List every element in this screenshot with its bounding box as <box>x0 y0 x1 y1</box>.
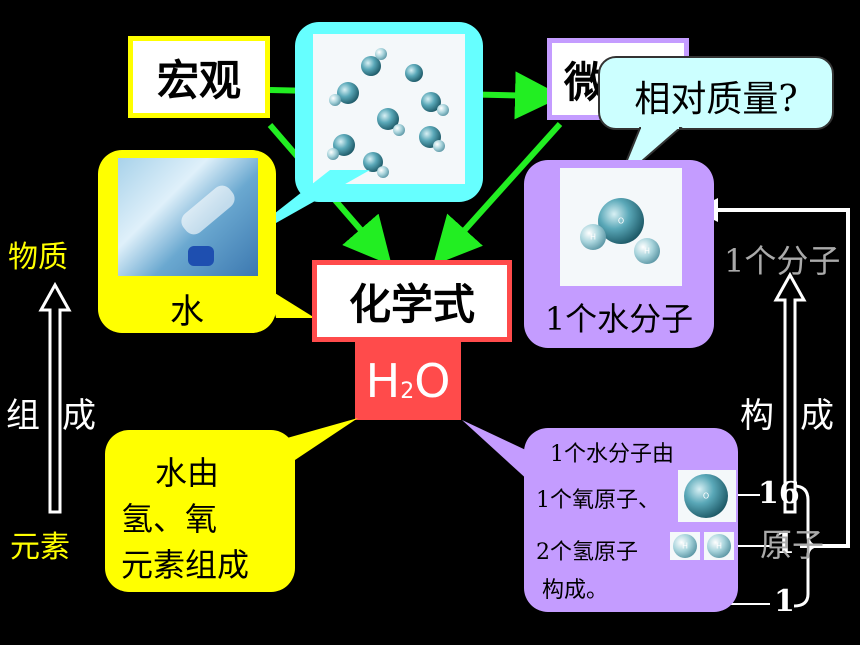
macro-label: 宏观 <box>156 55 241 105</box>
composition-line3: 元素组成 <box>121 546 250 584</box>
molecules-image <box>313 34 465 184</box>
water-callout: 水 <box>98 150 276 333</box>
compose-left-2: 成 <box>62 396 96 436</box>
oxygen-atom-box: O <box>678 470 736 522</box>
molecule-label: 1个分子 <box>724 242 841 280</box>
molecule-image: O H H <box>560 168 682 286</box>
one-molecule-label: 1个水分子 <box>544 300 694 338</box>
hydrogen-atom-box-1: H <box>670 532 700 560</box>
structure-line2: 1个氧原子、 <box>536 488 660 513</box>
formula-h: H <box>365 354 401 408</box>
macro-box: 宏观 <box>128 36 270 118</box>
left-up-arrow <box>38 281 72 514</box>
constitute-right-2: 成 <box>800 396 834 436</box>
water-label: 水 <box>170 292 204 332</box>
hydrogen-atom-icon: H <box>634 238 660 264</box>
hydrogen-atom-icon: H <box>707 534 731 558</box>
hydrogen-atom-icon: H <box>673 534 697 558</box>
hydrogen-atom-box-2: H <box>704 532 734 560</box>
right-up-arrow <box>773 271 807 514</box>
structure-line3: 2个氢原子 <box>536 540 638 565</box>
formula-label: 化学式 <box>348 279 475 329</box>
molecule-callout: O H H 1个水分子 <box>524 160 714 348</box>
structure-line4: 构成。 <box>542 578 609 603</box>
oxygen-mass: 16 <box>758 476 800 511</box>
formula-box: 化学式 <box>312 260 512 342</box>
formula-subscript: 2 <box>400 378 415 404</box>
question-callout: 相对质量? <box>598 56 834 130</box>
matter-label: 物质 <box>8 240 68 275</box>
element-label: 元素 <box>10 530 70 565</box>
hydrogen-atom-icon: H <box>580 224 606 250</box>
composition-line1: 水由 <box>155 454 220 492</box>
composition-callout: 水由 氢、氧 元素组成 <box>105 430 295 592</box>
arrow-micro-formula <box>432 121 563 266</box>
formula-o: O <box>414 354 451 408</box>
water-bottle-image <box>118 158 258 276</box>
curly-brace <box>793 484 819 608</box>
hydrogen-mass-2: 1 <box>774 584 795 619</box>
molecules-callout <box>295 22 483 202</box>
oxygen-atom-icon: O <box>684 474 728 518</box>
compose-left-1: 组 <box>6 396 40 436</box>
question-label: 相对质量? <box>634 79 798 120</box>
bracket-atom-molecule <box>694 198 850 548</box>
structure-line1: 1个水分子由 <box>550 442 674 467</box>
composition-line2: 氢、氧 <box>121 500 218 538</box>
constitute-right-1: 构 <box>740 396 774 436</box>
atom-label: 原子 <box>760 526 825 564</box>
hydrogen-mass-1: 1 <box>774 526 795 561</box>
